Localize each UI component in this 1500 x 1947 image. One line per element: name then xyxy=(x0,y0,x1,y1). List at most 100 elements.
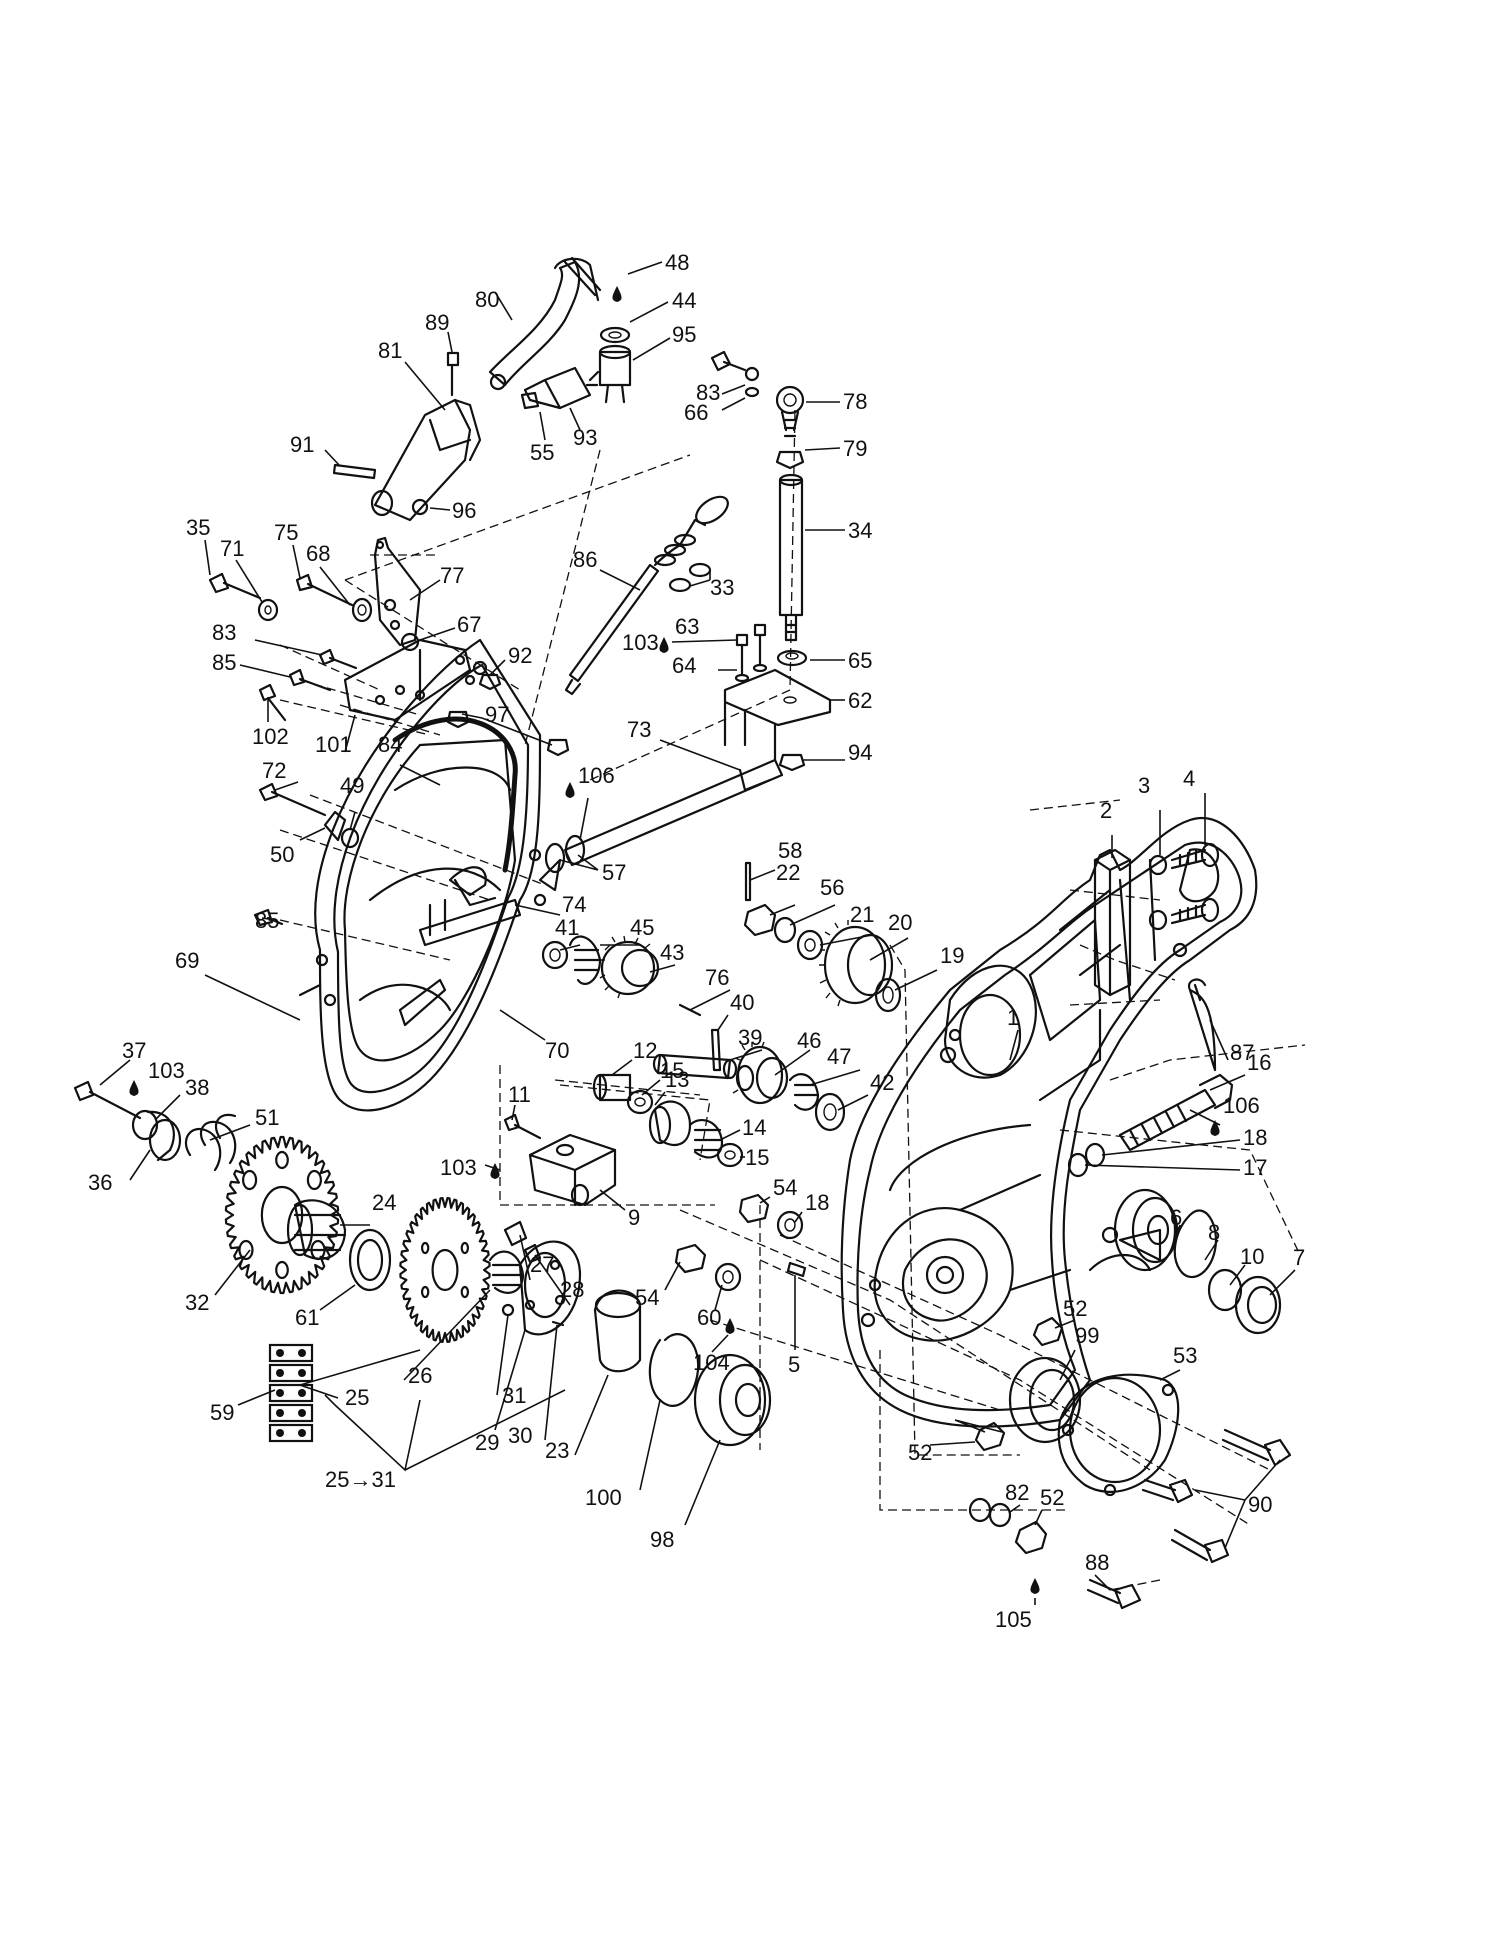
callout-label: 72 xyxy=(262,758,286,783)
callout-label: 106 xyxy=(1223,1093,1260,1118)
lubricant-drop-icon xyxy=(725,1318,735,1334)
callout-label: 47 xyxy=(827,1044,851,1069)
callout-label: 10 xyxy=(1240,1244,1264,1269)
callout-label: 78 xyxy=(843,389,867,414)
callout-label: 77 xyxy=(440,563,464,588)
sprocket-hole xyxy=(275,1150,289,1170)
sprocket-hole xyxy=(275,1260,289,1280)
sprocket-teeth xyxy=(224,1135,340,1295)
sprocket-hole xyxy=(238,1239,254,1261)
callout-label: 71 xyxy=(220,536,244,561)
lubricant-drop-icon xyxy=(129,1080,139,1096)
callout-label: 41 xyxy=(555,915,579,940)
callout-label: 51 xyxy=(255,1105,279,1130)
callout-label: 59 xyxy=(210,1400,234,1425)
callout-label: 97 xyxy=(485,702,509,727)
callout-label: 19 xyxy=(940,943,964,968)
callout-label: 38 xyxy=(185,1075,209,1100)
callout-label: 101 xyxy=(315,732,352,757)
callout-label: 24 xyxy=(372,1190,396,1215)
callout-label: 8 xyxy=(1208,1220,1220,1245)
callout-label: 14 xyxy=(742,1115,766,1140)
callout-label: 83 xyxy=(212,620,236,645)
callout-label: 17 xyxy=(1243,1155,1267,1180)
callout-label: 74 xyxy=(562,892,586,917)
callout-label: 85 xyxy=(212,650,236,675)
callout-label: 73 xyxy=(627,717,651,742)
callout-label: 9 xyxy=(628,1205,640,1230)
callout-label: 29 xyxy=(475,1430,499,1455)
callout-label: 90 xyxy=(1248,1492,1272,1517)
callout-label: 69 xyxy=(175,948,199,973)
callout-label: 103 xyxy=(622,630,659,655)
callout-label: 5 xyxy=(788,1352,800,1377)
callout-label: 11 xyxy=(508,1082,531,1107)
callout-label: 96 xyxy=(452,498,476,523)
callout-label: 16 xyxy=(1247,1050,1271,1075)
sprocket-hole xyxy=(420,1241,430,1255)
sprocket-hole xyxy=(420,1285,430,1299)
callout-label: 13 xyxy=(665,1067,689,1092)
callout-label: 15 xyxy=(660,1058,684,1083)
drive-sprocket-group xyxy=(399,1193,807,1447)
callout-label: 87 xyxy=(1230,1040,1254,1065)
callout-label: 37 xyxy=(122,1038,146,1063)
callout-label: 18 xyxy=(1243,1125,1267,1150)
callout-label: 46 xyxy=(797,1028,821,1053)
callout-label: 1 xyxy=(1007,1005,1019,1030)
callout-label: 40 xyxy=(730,990,754,1015)
callout-label: 23 xyxy=(545,1438,569,1463)
callout-label: 27 xyxy=(530,1252,554,1277)
drive-chain xyxy=(268,1343,314,1443)
callout-label: 83 xyxy=(696,380,720,405)
lubricant-drop-icon xyxy=(659,637,669,653)
callout-label: 98 xyxy=(650,1527,674,1552)
callout-label: 86 xyxy=(573,547,597,572)
callout-label: 81 xyxy=(378,338,402,363)
callout-label: 22 xyxy=(776,860,800,885)
callout-label: 54 xyxy=(635,1285,659,1310)
right-chaincase-housing xyxy=(840,817,1258,1428)
callout-label: 106 xyxy=(578,763,615,788)
left-chaincase-cover xyxy=(298,638,562,1112)
callout-label: 28 xyxy=(560,1277,584,1302)
callout-label: 79 xyxy=(843,436,867,461)
callout-label: 61 xyxy=(295,1305,319,1330)
callout-label: 84 xyxy=(378,732,402,757)
callout-label: 91 xyxy=(290,432,314,457)
lubricant-drop-icon xyxy=(490,1163,500,1179)
callout-label: 56 xyxy=(820,875,844,900)
drive-sprocket xyxy=(399,1197,491,1343)
leader-lines xyxy=(99,261,1296,1605)
callout-label: 54 xyxy=(773,1175,797,1200)
callout-label: 45 xyxy=(630,915,654,940)
callout-label: 60 xyxy=(697,1305,721,1330)
sprocket-hole xyxy=(431,1248,459,1292)
callout-label: 52 xyxy=(1040,1485,1064,1510)
lubricant-drop-icons xyxy=(129,286,1220,1594)
callout-label: 39 xyxy=(738,1025,762,1050)
callout-label: 53 xyxy=(1173,1343,1197,1368)
callout-label: 63 xyxy=(675,614,699,639)
sprocket-hole xyxy=(460,1241,470,1255)
callout-label: 3 xyxy=(1138,773,1150,798)
upper-left-bracket-group xyxy=(208,536,570,757)
callout-label: 12 xyxy=(633,1038,657,1063)
callout-label: 18 xyxy=(805,1190,829,1215)
callout-label: 33 xyxy=(710,575,734,600)
right-side-parts xyxy=(968,842,1292,1610)
callout-label: 6 xyxy=(1170,1205,1182,1230)
lubricant-drop-icon xyxy=(612,286,622,302)
callout-label: 58 xyxy=(778,838,802,863)
callout-label: 102 xyxy=(252,724,289,749)
callout-label: 62 xyxy=(848,688,872,713)
callout-label: 100 xyxy=(585,1485,622,1510)
callout-label: 30 xyxy=(508,1423,532,1448)
callout-label: 82 xyxy=(1005,1480,1029,1505)
callout-label: 21 xyxy=(850,902,874,927)
callout-label: 15 xyxy=(745,1145,769,1170)
callout-label: 85 xyxy=(255,908,279,933)
callout-label: 95 xyxy=(672,322,696,347)
callout-label: 99 xyxy=(1075,1323,1099,1348)
